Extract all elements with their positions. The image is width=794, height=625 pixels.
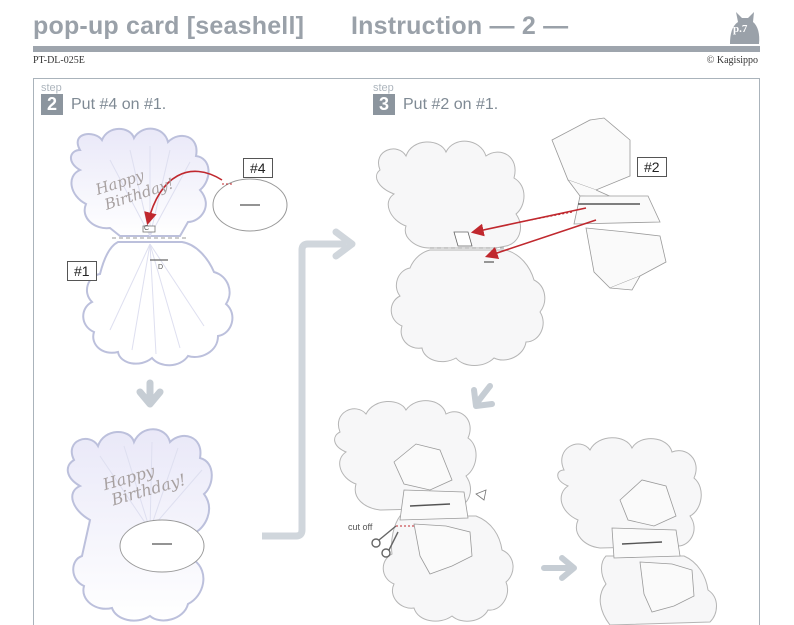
label-cut-off: cut off: [348, 522, 373, 532]
header-rule: [33, 46, 760, 52]
guide-arrow-part4: [144, 170, 223, 226]
title-text: pop-up card [seashell]: [33, 12, 305, 40]
down-arrow-icon: [136, 379, 164, 408]
page-number: p.7: [733, 23, 748, 35]
step-2-word: step: [41, 82, 62, 94]
step-3-word: step: [373, 82, 394, 94]
mark-d: D: [158, 264, 164, 271]
instruction-frame: [33, 78, 760, 625]
instruction-title: Instruction — 2 —: [351, 12, 569, 40]
step-2-number: 2: [41, 94, 63, 115]
product-code: PT-DL-025E: [33, 55, 85, 66]
label-part-2: #2: [637, 157, 667, 177]
cat-logo: p.7: [724, 10, 764, 46]
shell-card-4: [334, 400, 514, 622]
scissors-icon: [371, 525, 399, 558]
label-part-1: #1: [67, 261, 97, 281]
part-2-net: [551, 117, 667, 291]
label-part-4: #4: [243, 158, 273, 178]
step-3-text: Put #2 on #1.: [403, 96, 499, 113]
shell-card-1: [70, 127, 234, 367]
shell-card-3: [376, 140, 546, 366]
diagonal-arrow-icon: [471, 383, 495, 409]
mark-c: C: [144, 225, 150, 232]
right-arrow-icon: [332, 228, 356, 260]
part-4-disc: [212, 178, 288, 232]
shell-card-2: [66, 428, 213, 622]
step-3-number: 3: [373, 94, 395, 115]
guide-arrow-part2-b: [484, 219, 597, 260]
small-right-arrow-icon: [541, 555, 577, 581]
step-2-text: Put #4 on #1.: [71, 96, 167, 113]
copyright: © Kagisippo: [706, 55, 758, 66]
guide-arrow-part2-a: [470, 207, 587, 237]
shell-card-5: [557, 437, 717, 625]
document-title: pop-up card [seashell] Instruction — 2 —: [33, 12, 568, 41]
